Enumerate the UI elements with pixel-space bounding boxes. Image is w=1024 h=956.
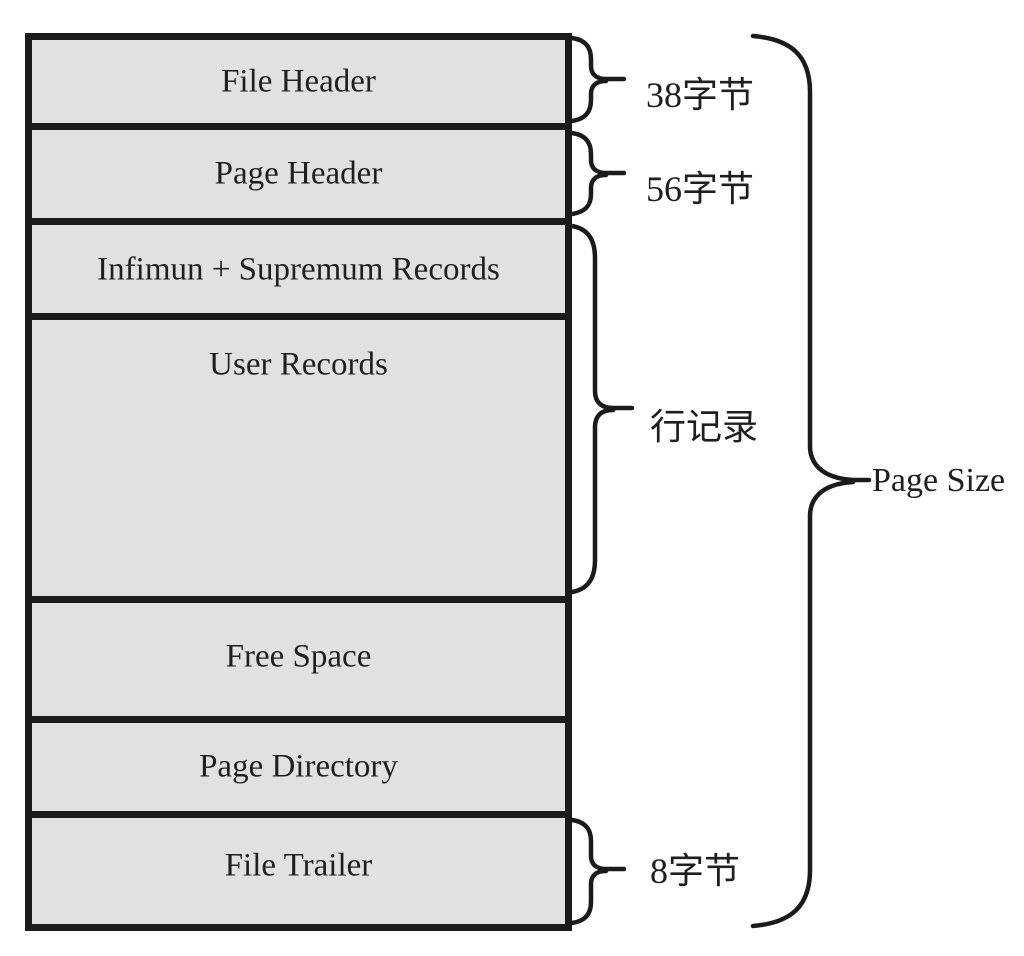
section-label-file-header: File Header	[221, 63, 376, 100]
section-label-file-trailer: File Trailer	[224, 847, 373, 884]
brace-file-header	[569, 35, 627, 124]
brace-row-records	[569, 223, 635, 595]
section-label-user-records: User Records	[209, 346, 388, 383]
annotation-file-trailer-size: 8字节	[650, 851, 741, 891]
divider-infimum-user-records	[25, 313, 572, 320]
annotation-file-header-size: 38字节	[646, 75, 755, 115]
divider-user-records-free-space	[25, 596, 572, 603]
page-structure-box	[25, 33, 572, 931]
annotation-page-size: Page Size	[872, 462, 1006, 499]
section-label-infimum-supremum: Infimun + Supremum Records	[97, 251, 500, 288]
section-label-free-space: Free Space	[225, 638, 372, 675]
brace-page-size	[750, 33, 872, 929]
divider-page-directory-file-trailer	[25, 811, 572, 818]
annotation-row-records: 行记录	[650, 407, 759, 447]
section-label-page-directory: Page Directory	[199, 748, 398, 785]
brace-file-trailer	[569, 817, 627, 926]
divider-free-space-page-directory	[25, 716, 572, 723]
divider-page-header-infimum	[25, 218, 572, 225]
brace-page-header	[569, 130, 627, 217]
divider-file-header-page-header	[25, 123, 572, 130]
section-label-page-header: Page Header	[214, 155, 383, 192]
annotation-page-header-size: 56字节	[646, 169, 755, 209]
